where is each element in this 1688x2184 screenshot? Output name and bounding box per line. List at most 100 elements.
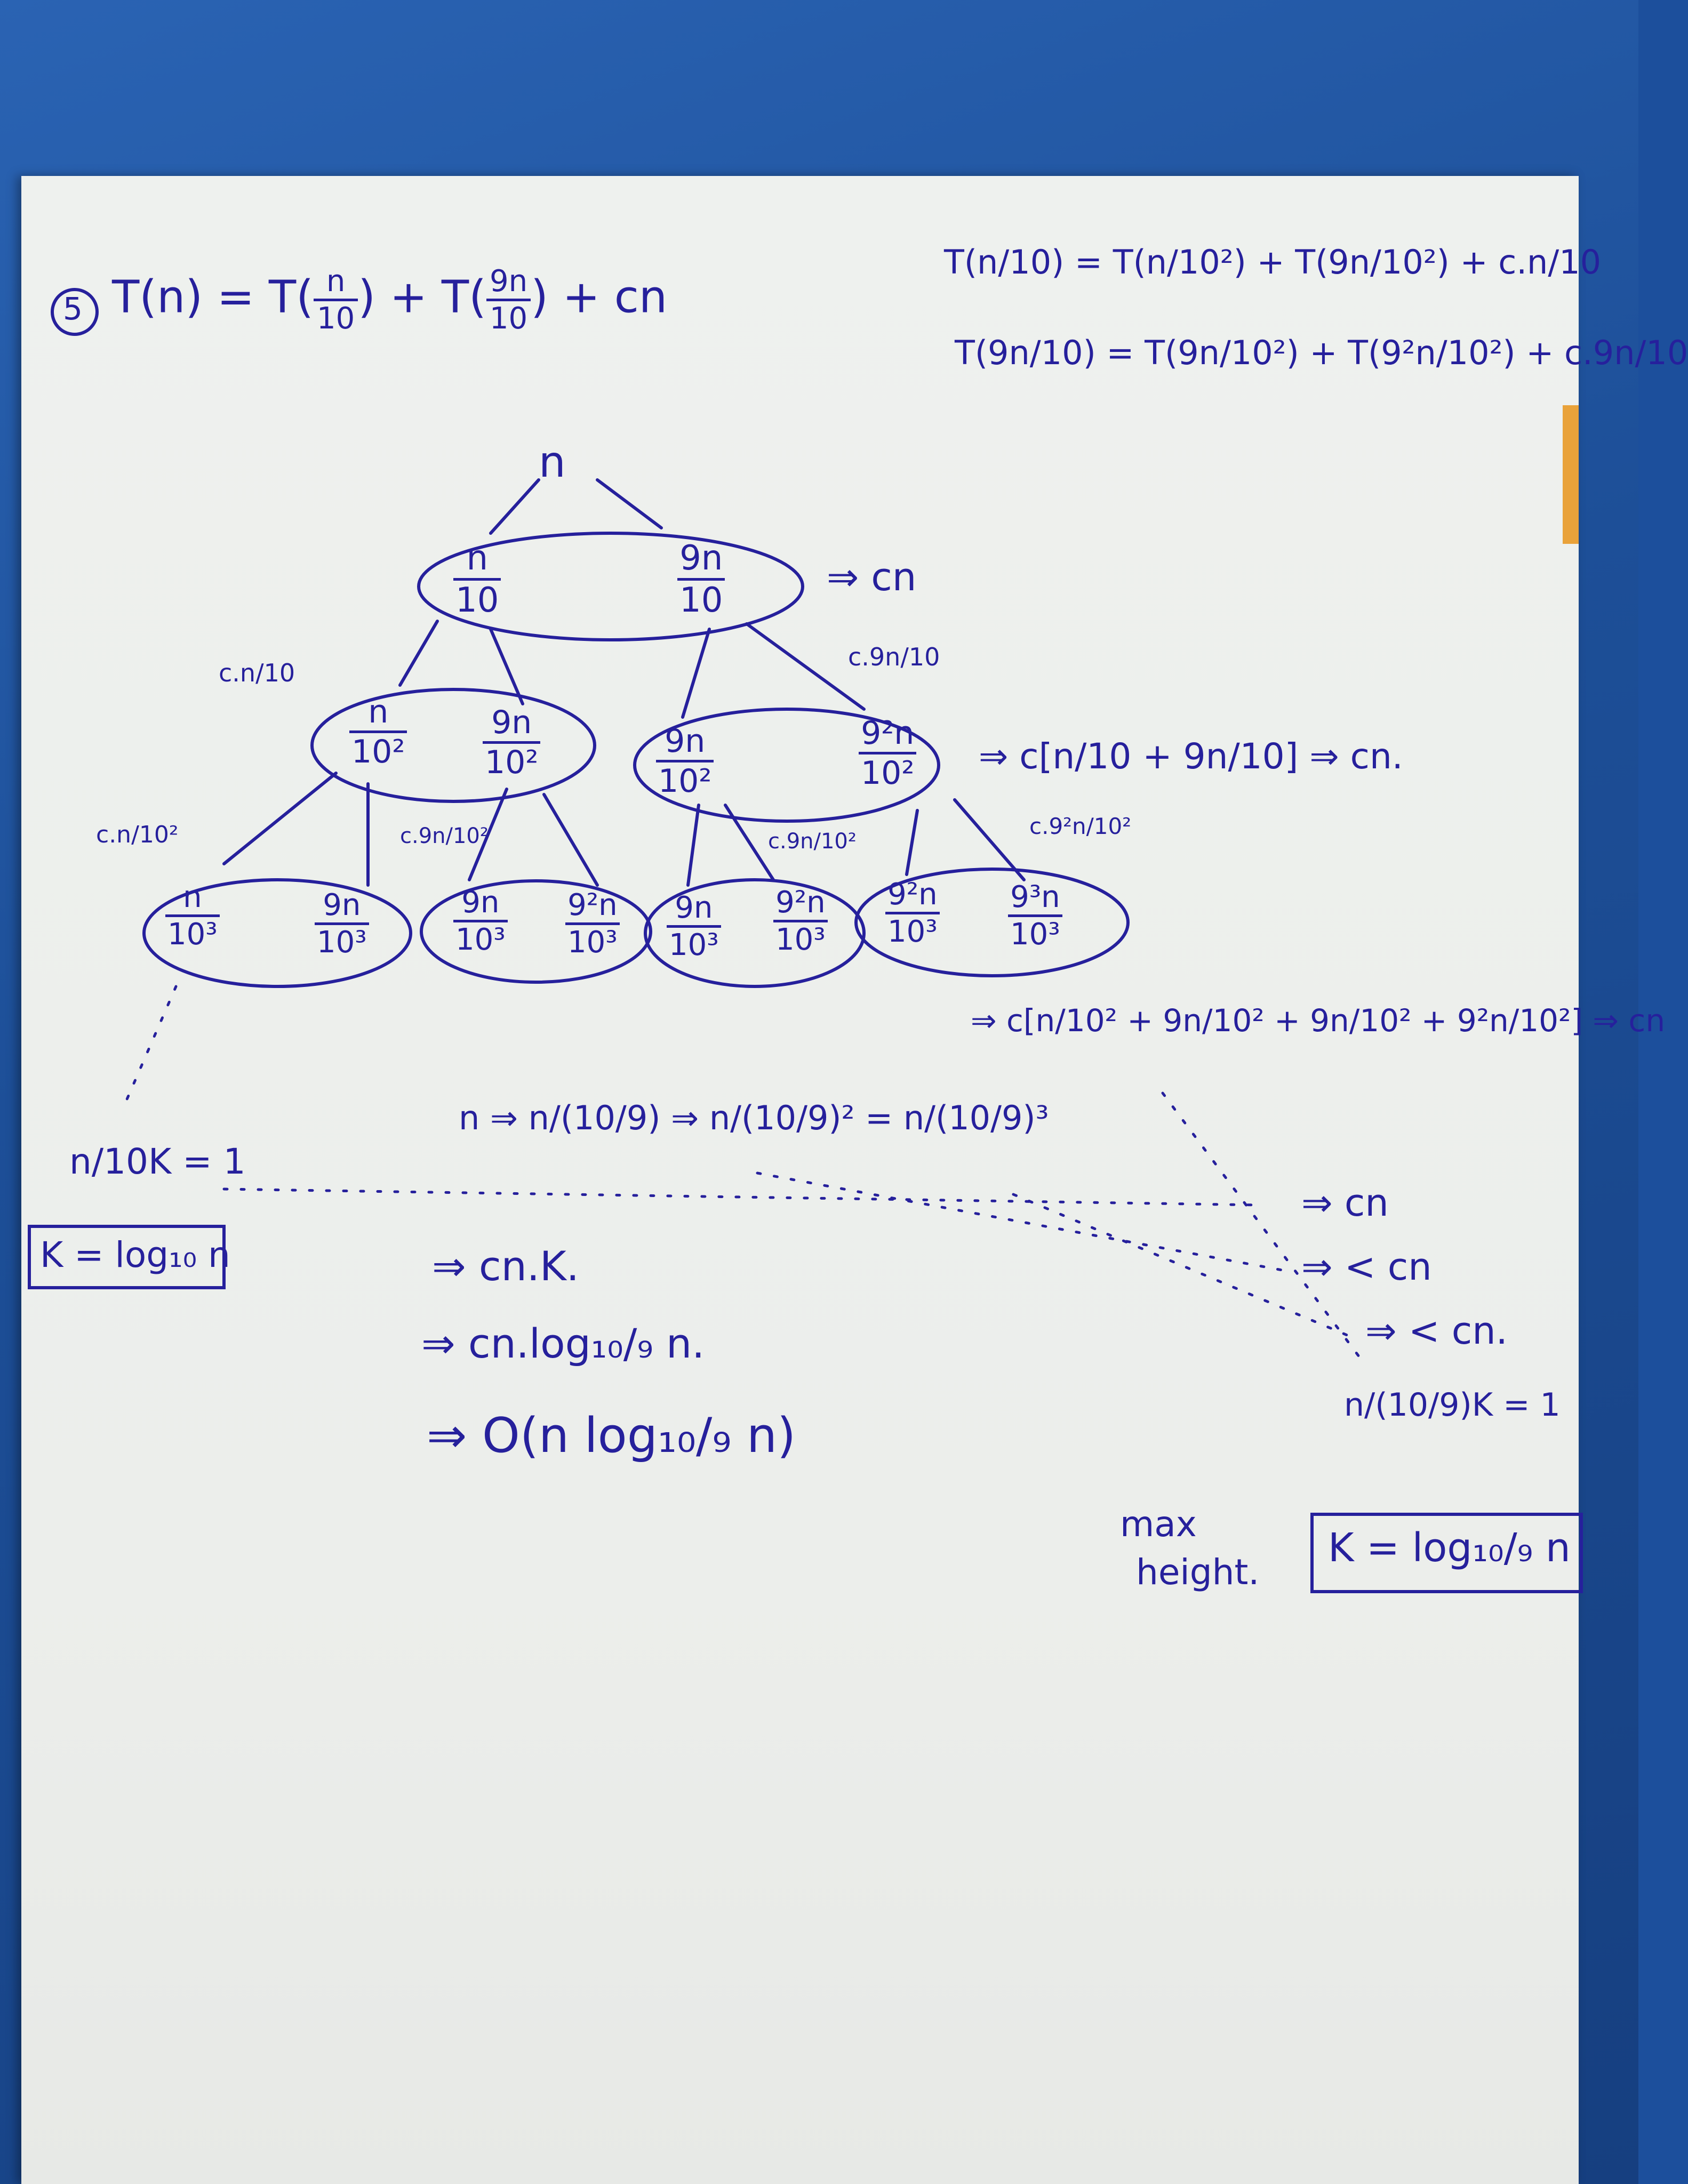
level1-group (417, 532, 804, 641)
tree-edge (596, 478, 663, 529)
level3-group-4 (854, 868, 1130, 977)
node-denominator: 10 (679, 581, 723, 620)
tree-node-l3-5: 9²n 10³ (773, 885, 828, 957)
notebook-page (21, 176, 1579, 2184)
dotted-line (756, 1171, 1292, 1273)
level3-group-2 (420, 879, 652, 984)
recurrence-term1-den: 10 (316, 301, 355, 336)
tree-edge (745, 622, 866, 711)
level3-group-3 (644, 878, 866, 988)
node-numerator: 9n (315, 888, 369, 925)
max-height-label-line2: height. (1136, 1552, 1260, 1593)
edge-cost-label: c.n/10 (219, 659, 295, 687)
tree-node-l3-7: 9³n 10³ (1008, 880, 1062, 952)
right-result-box (1310, 1513, 1583, 1593)
right-height-equation: n/(10/9)K = 1 (1344, 1386, 1561, 1424)
left-result-box (28, 1225, 226, 1289)
recurrence-term1-close: ) + (358, 270, 428, 323)
tree-node-l3-3: 9²n 10³ (565, 888, 620, 960)
level2-group-right (633, 708, 940, 823)
node-numerator: 9²n (885, 877, 940, 914)
node-numerator: n (453, 539, 501, 581)
problem-number-circle (51, 288, 99, 336)
node-denominator: 10³ (775, 922, 826, 957)
recurrence-term2-num: 9n (486, 264, 531, 301)
expansion-line-2: T(9n/10) = T(9n/10²) + T(9²n/10²) + c.9n… (955, 333, 1688, 372)
level3-group-1 (142, 878, 412, 988)
tree-edge (953, 798, 1026, 881)
node-denominator: 10² (485, 744, 539, 781)
recurrence-term1-open: T( (268, 270, 314, 323)
tree-edge (489, 478, 540, 535)
tree-edge (398, 620, 439, 687)
node-denominator: 10³ (455, 922, 506, 957)
node-numerator: 9n (667, 890, 721, 928)
tree-node-l1-1: 9n 10 (677, 539, 725, 620)
node-denominator: 10³ (669, 928, 719, 962)
node-denominator: 10² (861, 754, 915, 792)
conclusion-line-3: ⇒ O(n log₁₀/₉ n) (427, 1408, 796, 1464)
dotted-line (1161, 1091, 1367, 1367)
tree-edge (724, 804, 775, 881)
dotted-line (222, 1187, 1260, 1207)
edge-cost-label: c.9n/10² (400, 824, 489, 848)
node-numerator: n (165, 880, 220, 917)
node-numerator: 9n (656, 722, 714, 762)
tree-edge (542, 793, 599, 887)
node-denominator: 10² (658, 762, 712, 800)
dotted-line (121, 985, 178, 1111)
tree-drawing (28, 288, 1583, 1593)
tree-node-l2-3: 9²n 10² (859, 714, 917, 792)
recurrence-lhs: T(n) = (112, 270, 255, 323)
level2-cost: ⇒ c[n/10 + 9n/10] ⇒ cn. (979, 736, 1403, 777)
dotted-line (1012, 1193, 1356, 1340)
tree-edge (686, 804, 700, 887)
tree-node-l2-1: 9n 10² (483, 704, 541, 781)
tree-edge (222, 772, 338, 865)
level2-group-left (310, 688, 596, 803)
node-numerator: 9³n (1008, 880, 1062, 917)
edge-cost-label: c.n/10² (96, 821, 179, 848)
ratio-chain: n ⇒ n/(10/9) ⇒ n/(10/9)² = n/(10/9)³ (459, 1098, 1049, 1137)
edge-cost-label: c.9n/10 (848, 643, 940, 671)
node-denominator: 10³ (317, 925, 367, 960)
edge-cost-label: c.9²n/10² (1029, 813, 1132, 839)
tree-edge (681, 628, 711, 719)
node-numerator: 9²n (773, 885, 828, 922)
tree-edge (468, 788, 508, 881)
node-denominator: 10² (351, 733, 405, 770)
right-height-result: K = log₁₀/₉ n (1328, 1525, 1571, 1571)
node-numerator: 9²n (565, 888, 620, 925)
recurrence-term2-close: ) + cn (531, 270, 668, 323)
tree-root: n (539, 437, 566, 487)
node-denominator: 10³ (1010, 917, 1060, 952)
edge-cost-label: c.9n/10² (768, 829, 857, 854)
node-numerator: 9n (453, 885, 508, 922)
node-denominator: 10 (455, 581, 499, 620)
expansion-line-1: T(n/10) = T(n/10²) + T(9n/10²) + c.n/10 (944, 243, 1602, 282)
tree-node-l3-6: 9²n 10³ (885, 877, 940, 949)
node-denominator: 10³ (567, 925, 618, 960)
problem-number: 5 (63, 291, 83, 327)
tree-node-l3-2: 9n 10³ (453, 885, 508, 957)
left-height-result: K = log₁₀ n (40, 1234, 230, 1275)
conclusion-line-2: ⇒ cn.log₁₀/₉ n. (421, 1320, 705, 1367)
right-cost-3: ⇒ < cn. (1365, 1309, 1508, 1353)
max-height-label-line1: max (1120, 1504, 1197, 1545)
level1-cost: ⇒ cn (827, 555, 917, 599)
tree-node-l3-1: 9n 10³ (315, 888, 369, 960)
left-height-equation: n/10K = 1 (69, 1141, 246, 1182)
level3-cost: ⇒ c[n/10² + 9n/10² + 9n/10² + 9²n/10²] ⇒… (971, 1002, 1666, 1039)
recurrence-term1-num: n (313, 264, 358, 301)
tree-node-l3-4: 9n 10³ (667, 890, 721, 962)
tree-edge (905, 809, 919, 876)
recurrence-term2-open: T( (441, 270, 486, 323)
right-cost-2: ⇒ < cn (1301, 1245, 1432, 1289)
conclusion-line-1: ⇒ cn.K. (432, 1242, 579, 1290)
page-edge-tab (1563, 405, 1579, 544)
tree-node-l3-0: n 10³ (165, 880, 220, 952)
node-numerator: n (349, 693, 407, 733)
node-denominator: 10³ (887, 914, 938, 949)
tree-edge (489, 628, 524, 705)
